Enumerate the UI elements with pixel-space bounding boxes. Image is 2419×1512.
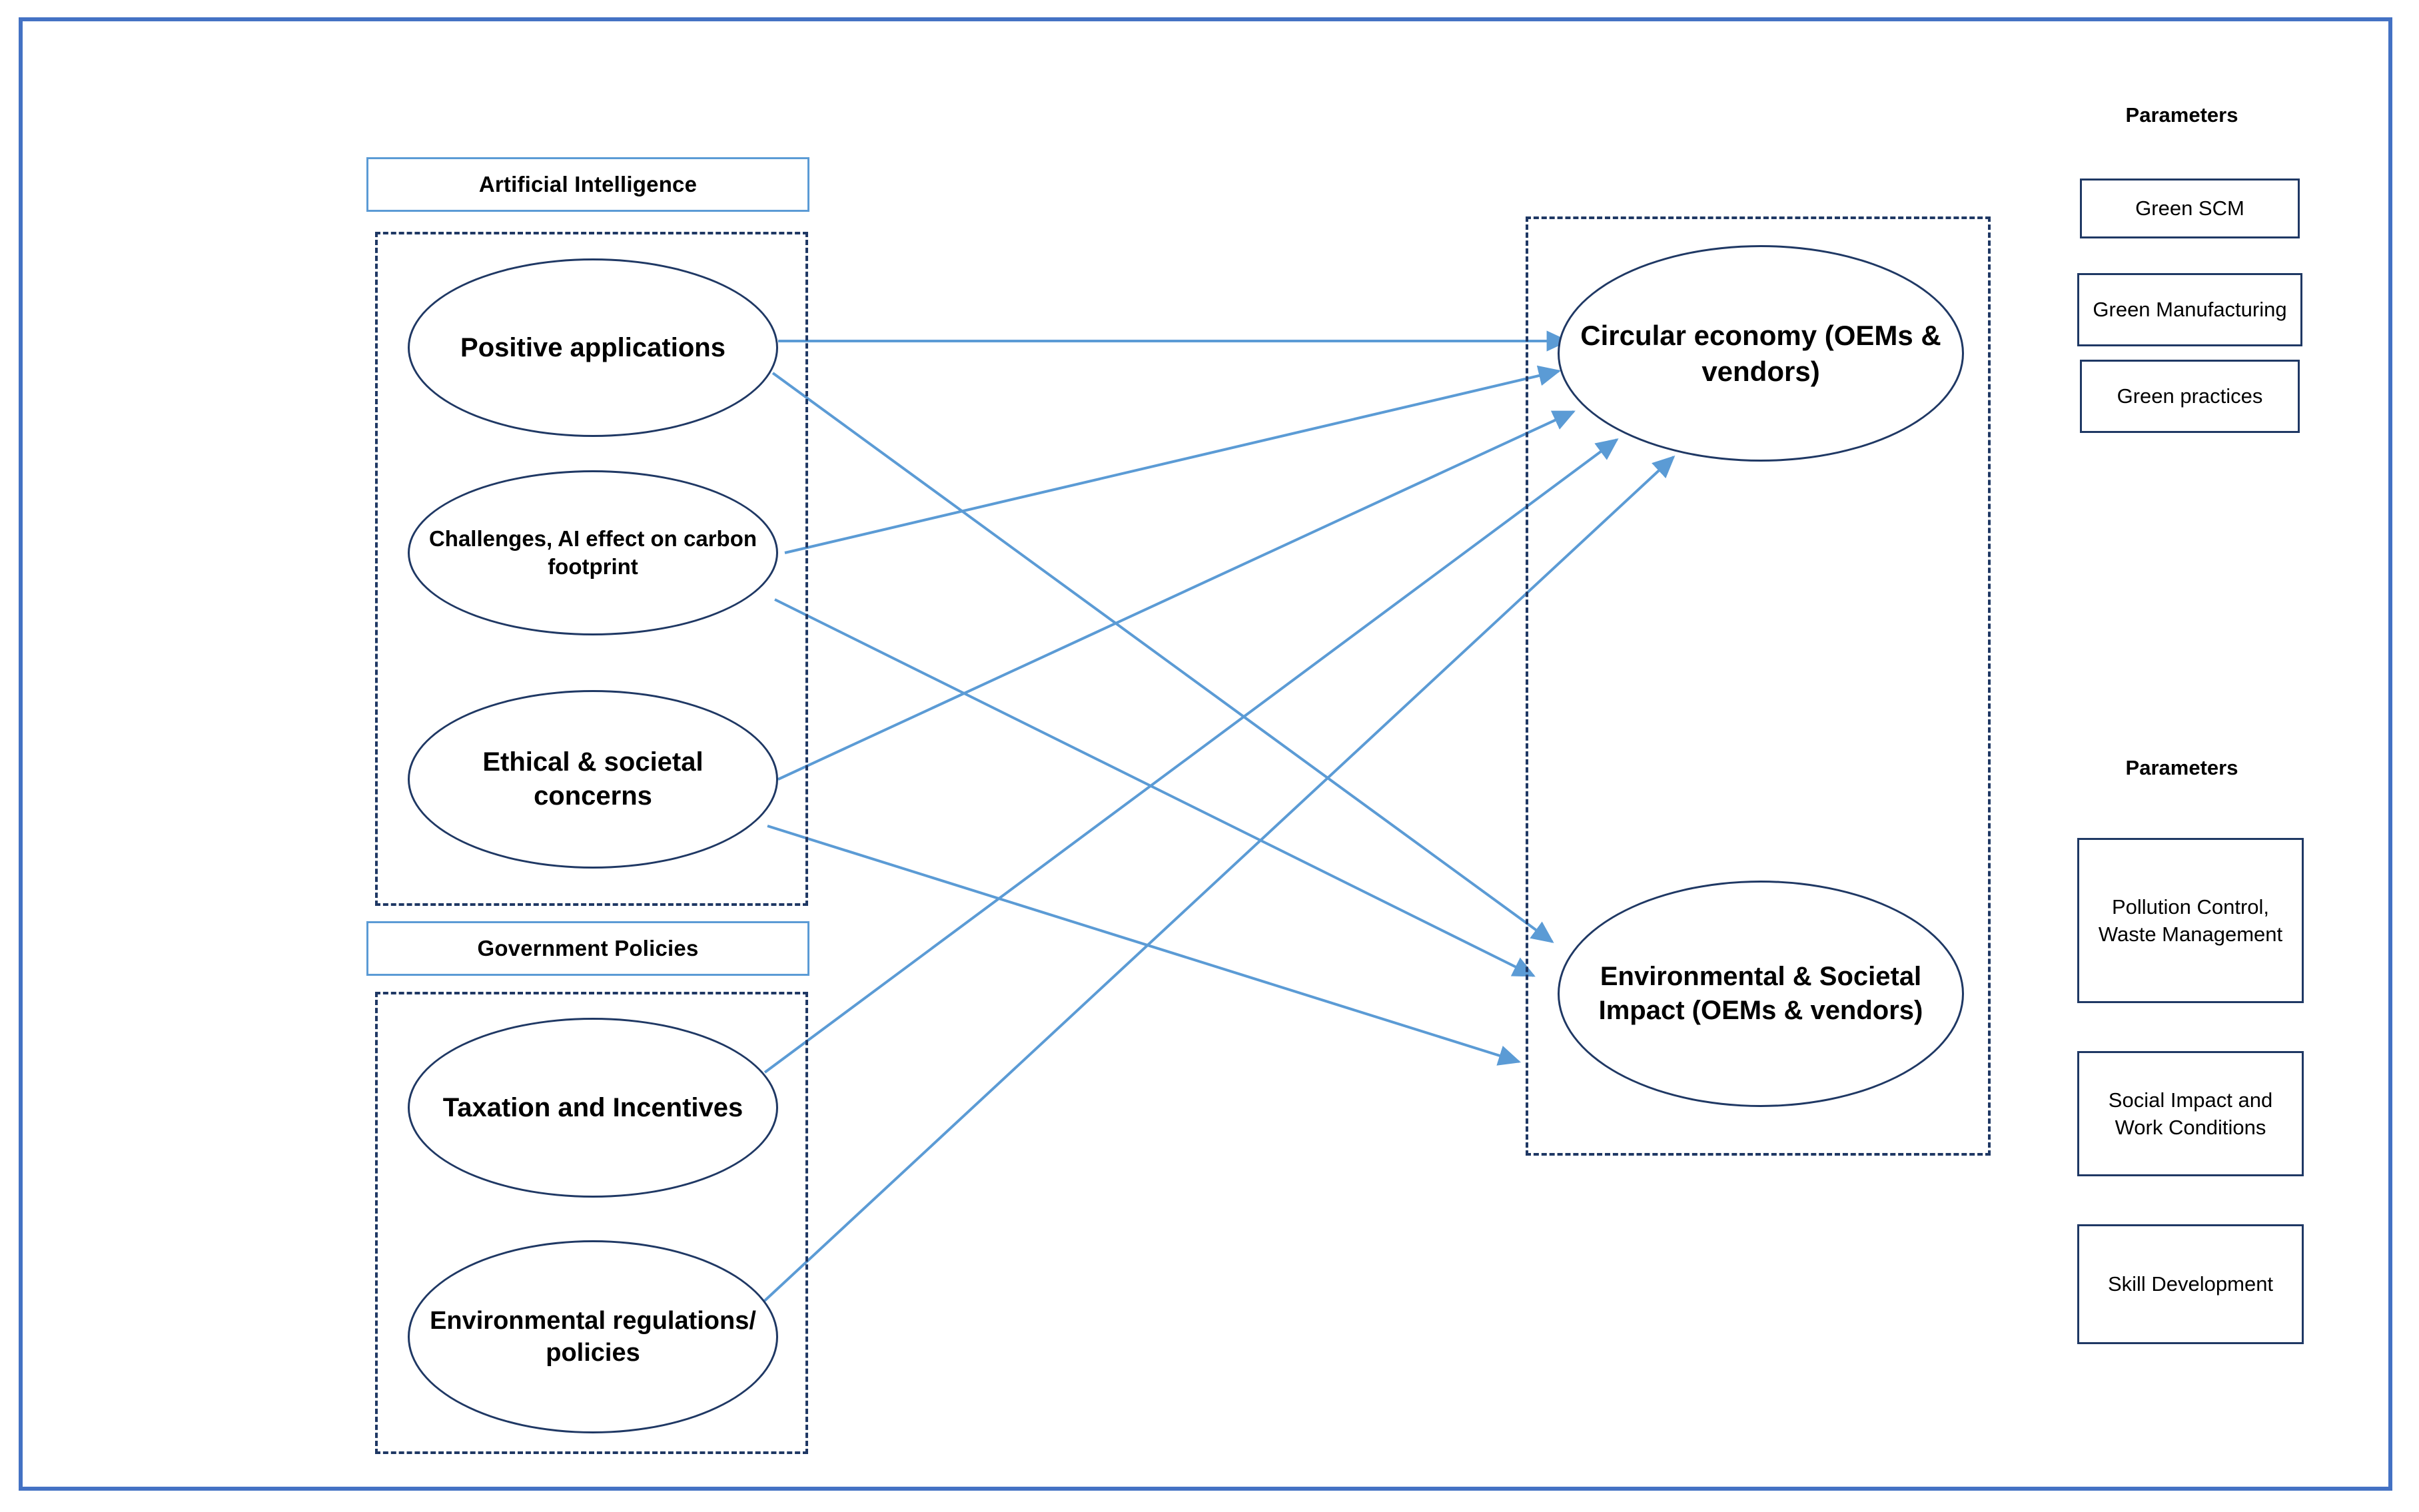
parameters-title-top: Parameters [2125, 103, 2238, 127]
param-label: Skill Development [2107, 1272, 2274, 1296]
parameters-title-bottom: Parameters [2125, 756, 2238, 779]
param-label: Green Manufacturing [2093, 298, 2287, 322]
param-label: Green SCM [2135, 196, 2244, 220]
node-label: Environmental & Societal Impact (OEMs & … [1598, 962, 1923, 1025]
node-label: Challenges, AI effect on carbon footprin… [428, 526, 757, 579]
param-box-pollution-control-waste-management[interactable]: Pollution Control, Waste Management [2077, 838, 2304, 1003]
group-container-government-policies [375, 992, 808, 1454]
outcomes-container [1526, 216, 1991, 1156]
param-label: Green practices [2117, 384, 2263, 408]
param-box-social-impact-work-conditions[interactable]: Social Impact and Work Conditions [2077, 1051, 2304, 1176]
group-header-artificial-intelligence: Artificial Intelligence [366, 157, 809, 212]
group-header-label: Artificial Intelligence [478, 172, 698, 196]
node-positive-applications[interactable]: Positive applications [408, 258, 778, 437]
node-label: Positive applications [460, 332, 726, 362]
param-label: Social Impact and Work Conditions [2108, 1088, 2273, 1139]
node-circular-economy[interactable]: Circular economy (OEMs & vendors) [1558, 245, 1964, 462]
node-label: Environmental regulations/ policies [430, 1306, 756, 1367]
node-ethical-societal-concerns[interactable]: Ethical & societal concerns [408, 690, 778, 869]
node-taxation-and-incentives[interactable]: Taxation and Incentives [408, 1018, 778, 1198]
node-label: Ethical & societal concerns [482, 747, 704, 811]
node-label: Taxation and Incentives [442, 1092, 743, 1122]
node-environmental-regulations-policies[interactable]: Environmental regulations/ policies [408, 1240, 778, 1433]
group-container-artificial-intelligence [375, 232, 808, 906]
param-box-green-practices[interactable]: Green practices [2080, 360, 2300, 433]
param-box-skill-development[interactable]: Skill Development [2077, 1224, 2304, 1344]
param-box-green-scm[interactable]: Green SCM [2080, 179, 2300, 238]
param-box-green-manufacturing[interactable]: Green Manufacturing [2077, 273, 2302, 346]
node-challenges-ai-carbon-footprint[interactable]: Challenges, AI effect on carbon footprin… [408, 470, 778, 635]
param-label: Pollution Control, Waste Management [2098, 895, 2283, 946]
group-header-label: Government Policies [477, 936, 699, 960]
node-label: Circular economy (OEMs & vendors) [1580, 320, 1941, 387]
group-header-government-policies: Government Policies [366, 921, 809, 976]
node-environmental-societal-impact[interactable]: Environmental & Societal Impact (OEMs & … [1558, 881, 1964, 1107]
